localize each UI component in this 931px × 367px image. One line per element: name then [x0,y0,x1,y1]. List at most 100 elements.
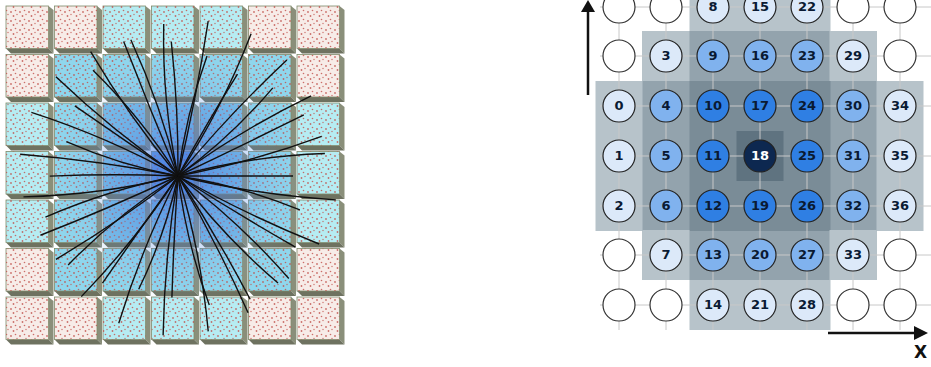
field-line [178,175,293,176]
field-line [171,42,178,176]
cube-side [194,6,199,54]
cell-cube [6,103,54,151]
site-circle: 16 [744,40,776,72]
site-number: 19 [744,190,776,222]
cell-cube [249,297,297,345]
site-number: 13 [697,239,729,271]
site-circle: 9 [697,40,729,72]
field-line [23,176,178,197]
cube-bottom [152,340,200,345]
cube-bottom [6,49,54,54]
cube-bottom [200,340,248,345]
circle-shape [603,90,635,122]
field-line [178,176,295,247]
axis-label: X [914,342,927,362]
circle-shape [791,40,823,72]
particles [152,6,195,49]
cell-cube [6,55,54,103]
particles [297,152,340,195]
site-circle: 5 [650,140,682,172]
particles [6,249,49,292]
site-circle: 31 [837,140,869,172]
site-circle: 15 [744,0,776,23]
site-number: 10 [697,90,729,122]
field-line [178,74,237,176]
cube-face [6,103,49,146]
x-axis [828,332,918,335]
site-number: 25 [791,140,823,172]
field-line [178,96,311,176]
field-line [178,176,209,305]
site-circle: 30 [837,90,869,122]
cube-face [6,152,49,195]
site-circle: 23 [791,40,823,72]
cube-bottom [249,49,297,54]
empty-site [650,0,682,23]
site-number: 3 [650,40,682,72]
field-line [178,115,304,176]
cube-side [49,103,54,151]
site-circle: 10 [697,90,729,122]
site-number: 35 [884,140,916,172]
field-line [40,176,178,235]
field-line [56,77,178,176]
cell-cube [6,6,54,54]
cube-side [49,152,54,200]
circle-shape [744,190,776,222]
cube-side [49,55,54,103]
cube-face [297,6,340,49]
empty-site [884,289,916,321]
cell-cube [103,297,151,345]
circle-shape [884,190,916,222]
circle-shape [697,40,729,72]
circle-shape [791,190,823,222]
particles [6,103,49,146]
field-line [178,153,325,176]
circle-shape [791,140,823,172]
cube-face [6,200,49,243]
particles [200,6,243,49]
site-number: 12 [697,190,729,222]
site-circle: 22 [791,0,823,23]
circle-shape [650,40,682,72]
site-circle: 2 [603,190,635,222]
circle-shape [837,239,869,271]
empty-site [650,289,682,321]
circle-shape [603,140,635,172]
cube-bottom [152,49,200,54]
cube-side [49,249,54,297]
field-line [164,24,178,176]
site-circle: 24 [791,90,823,122]
site-number: 23 [791,40,823,72]
cube-face [103,297,146,340]
cube-face [6,6,49,49]
y-axis [587,8,590,95]
site-circle: 8 [697,0,729,23]
particles [297,249,340,292]
site-circle: 3 [650,40,682,72]
circle-shape [744,0,776,23]
site-circle: 14 [697,289,729,321]
circle-shape [697,140,729,172]
particles [297,297,340,340]
site-circle: 17 [744,90,776,122]
particles [297,55,340,98]
empty-site [884,239,916,271]
outer-region [643,31,877,280]
cell-cube [297,200,345,248]
particles [6,200,49,243]
cube-side [243,297,248,345]
field-line [20,154,178,176]
cell-cube [6,249,54,297]
site-number: 9 [697,40,729,72]
site-circle: 7 [650,239,682,271]
particles [55,297,98,340]
circle-shape [650,90,682,122]
circle-shape [884,90,916,122]
site-circle: 13 [697,239,729,271]
site-circle: 1 [603,140,635,172]
cube-face [6,297,49,340]
site-number: 34 [884,90,916,122]
site-circle: 0 [603,90,635,122]
cube-face [297,152,340,195]
